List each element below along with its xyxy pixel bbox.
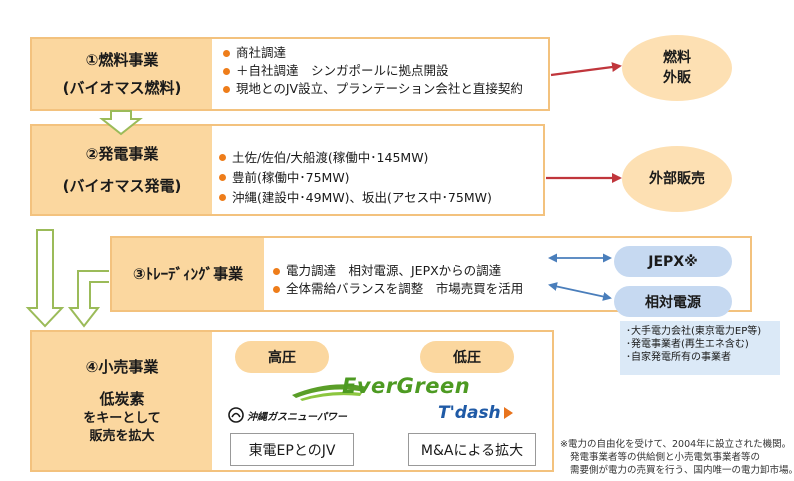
ma-label-box: M&Aによる拡大: [408, 433, 536, 466]
low-voltage-tag: 低圧: [420, 341, 514, 373]
tdash-logo: T'dash: [438, 402, 518, 424]
high-voltage-tag: 高圧: [235, 341, 329, 373]
trading-business-title: ③ﾄﾚｰﾃﾞｨﾝｸﾞ事業: [132, 265, 244, 283]
list-item: ＋自社調達 シンガポールに拠点開設: [222, 62, 523, 80]
retail-business-line2: 低炭素: [99, 390, 145, 408]
list-item: 沖縄(建設中･49MW)、坂出(アセス中･75MW): [218, 188, 492, 208]
power-business-title: ②発電事業: [85, 145, 159, 163]
list-item: 豊前(稼働中･75MW): [218, 168, 492, 188]
okinawa-gas-logo: 沖縄ガスニューパワー: [228, 405, 358, 425]
retail-business-line3: をキーとして: [83, 411, 161, 426]
fuel-sales-arrow: [550, 62, 622, 77]
jv-label-box: 東電EPとのJV: [230, 433, 354, 466]
jepx-pill: JEPX※: [614, 246, 732, 277]
trading-to-retail-arrow: [67, 270, 109, 328]
list-item: 現地とのJV設立、プランテーション会社と直接契約: [222, 80, 523, 98]
power-business-subtitle: (バイオマス発電): [62, 177, 182, 195]
trading-business-label: ③ﾄﾚｰﾃﾞｨﾝｸﾞ事業: [112, 238, 264, 310]
trading-business-bullets: 電力調達 相対電源、JEPXからの調達 全体需給バランスを調整 市場売買を活用: [272, 262, 523, 298]
fuel-business-label: ①燃料事業 (バイオマス燃料): [32, 39, 212, 109]
evergreen-logo: EverGreen: [290, 373, 470, 403]
bilateral-power-note: ･大手電力会社(東京電力EP等) ･発電事業者(再生エネ含む) ･自家発電所有の…: [620, 321, 780, 375]
power-business-label: ②発電事業 (バイオマス発電): [32, 126, 212, 214]
power-to-retail-arrow: [25, 229, 65, 328]
retail-business-title: ④小売事業: [85, 358, 159, 376]
fuel-business-subtitle: (バイオマス燃料): [62, 79, 182, 97]
jepx-footnote: ※電力の自由化を受けて、2004年に設立された機関。 発電事業者等の供給側と小売…: [560, 439, 794, 476]
power-business-bullets: 土佐/佐伯/大船渡(稼働中･145MW) 豊前(稼働中･75MW) 沖縄(建設中…: [218, 148, 492, 208]
fuel-business-bullets: 商社調達 ＋自社調達 シンガポールに拠点開設 現地とのJV設立、プランテーション…: [222, 44, 523, 98]
okinawa-gas-mark-icon: [228, 407, 244, 423]
retail-business-label: ④小売事業 低炭素 をキーとして 販売を拡大: [32, 332, 212, 470]
list-item: 全体需給バランスを調整 市場売買を活用: [272, 280, 523, 298]
external-sales-ellipse: 外部販売: [622, 146, 732, 212]
tdash-mark-icon: [503, 407, 513, 419]
bilateral-power-pill: 相対電源: [614, 286, 732, 317]
list-item: 電力調達 相対電源、JEPXからの調達: [272, 262, 523, 280]
retail-business-line4: 販売を拡大: [89, 429, 155, 444]
list-item: 土佐/佐伯/大船渡(稼働中･145MW): [218, 148, 492, 168]
fuel-business-title: ①燃料事業: [85, 51, 159, 69]
evergreen-swoosh-icon: [292, 384, 368, 401]
fuel-sales-ellipse: 燃料 外販: [622, 35, 732, 101]
list-item: 商社調達: [222, 44, 523, 62]
